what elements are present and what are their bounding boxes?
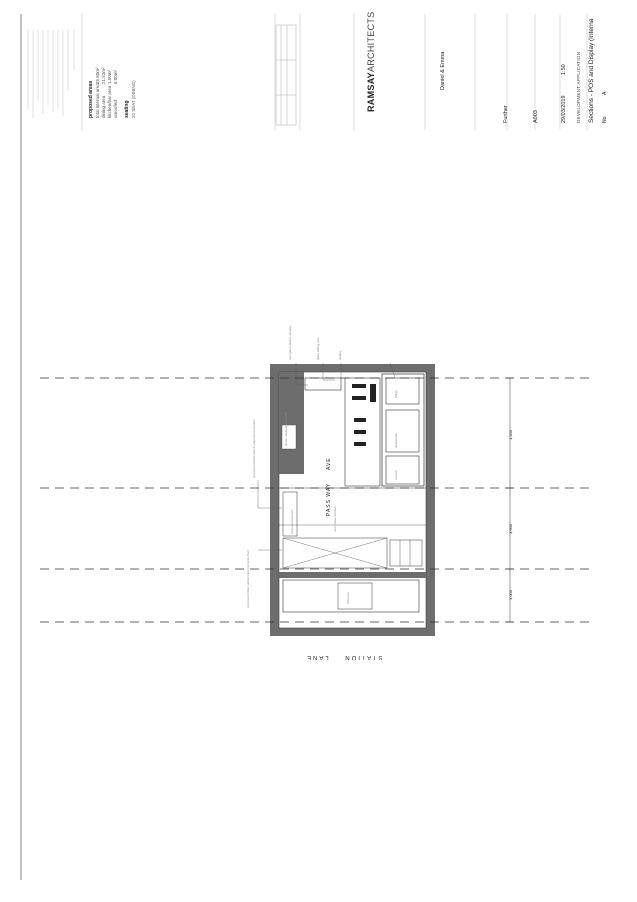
floor-plan <box>270 364 435 636</box>
callout-label: proposed seated bench underneath window <box>252 419 256 478</box>
kitchen-wall-block <box>279 372 304 474</box>
callout-label: counter <box>394 469 398 480</box>
callout-label: proposed timber slatted mesh perspex fro… <box>246 550 250 608</box>
entrance-inner <box>337 582 373 610</box>
timber-window-frame <box>389 539 423 567</box>
dimension-line <box>506 377 514 623</box>
dishwasher-unit <box>385 409 420 453</box>
callout-label: fridge <box>394 390 398 398</box>
area-row-label: total internal area <box>95 83 100 118</box>
area-row-value: 25.60m² <box>95 67 100 84</box>
firm-name: RAMSAYARCHITECTS <box>366 12 376 113</box>
area-row-label: dining area <box>101 95 106 118</box>
callout-label: new timber window <box>333 506 337 532</box>
firm-name-bold: RAMSAY <box>366 72 376 112</box>
seating-value: 22 SEAT (DINING) <box>131 80 136 118</box>
revision-table <box>275 24 297 126</box>
status-label: Further <box>503 105 509 123</box>
timber-cladding-panel <box>281 424 297 450</box>
dimension-label: 3,600 <box>508 523 513 534</box>
entrance-frame <box>282 579 420 613</box>
ave-label: AVE <box>326 457 332 470</box>
proposed-areas-heading: proposed areas <box>88 80 94 118</box>
drawing-scale: 1:50 <box>561 64 567 75</box>
street-label: STATION LANE <box>305 654 383 660</box>
seating-heading: seating <box>124 100 130 118</box>
dimension-label: 1,500 <box>508 429 513 440</box>
revision-label: No. <box>602 115 608 123</box>
area-row-value: 21.52m² <box>101 67 106 84</box>
area-row-label: kitchen/bar area <box>107 85 112 118</box>
dining-area-frame <box>282 537 388 569</box>
client-name: Daniel & Emma <box>440 51 446 90</box>
general-notes-fine-print <box>27 30 75 118</box>
area-row-label: unroofed <box>113 100 118 118</box>
bar-stools <box>352 384 376 446</box>
callout-label: timber cladding wall finish <box>284 411 288 446</box>
counter-unit <box>385 455 420 485</box>
section-dashed-lines <box>40 377 595 623</box>
revision-value: A <box>602 91 608 95</box>
project-address: DEVELOPMENT APPLICATION <box>576 51 581 123</box>
callout-label: display <box>338 350 342 360</box>
drawing-date: 29/03/2019 <box>561 95 567 123</box>
kitchen-bench <box>381 373 425 487</box>
title-block-grid <box>81 14 588 130</box>
firm-name-light: ARCHITECTS <box>366 11 376 73</box>
bench-seat <box>282 491 298 537</box>
front-window-zone <box>279 572 426 578</box>
pass-way-label: PASS WAY <box>326 482 332 516</box>
callout-label: entrance <box>346 592 350 604</box>
area-row-value: 1.50m² <box>107 69 112 84</box>
dimension-label: 1,000 <box>508 589 513 600</box>
area-row-value: 6.00m² <box>113 69 118 84</box>
callout-leaders <box>257 362 396 551</box>
drawing-number: A003 <box>533 110 539 123</box>
callout-label: new glass display window <box>288 325 292 360</box>
drawing-title: Sections - POS and Display (Interna <box>588 18 595 123</box>
callout-label: proposed benches <box>290 509 294 534</box>
callout-label: glass sliding door <box>316 336 320 360</box>
callout-label: dishwasher <box>394 432 398 448</box>
